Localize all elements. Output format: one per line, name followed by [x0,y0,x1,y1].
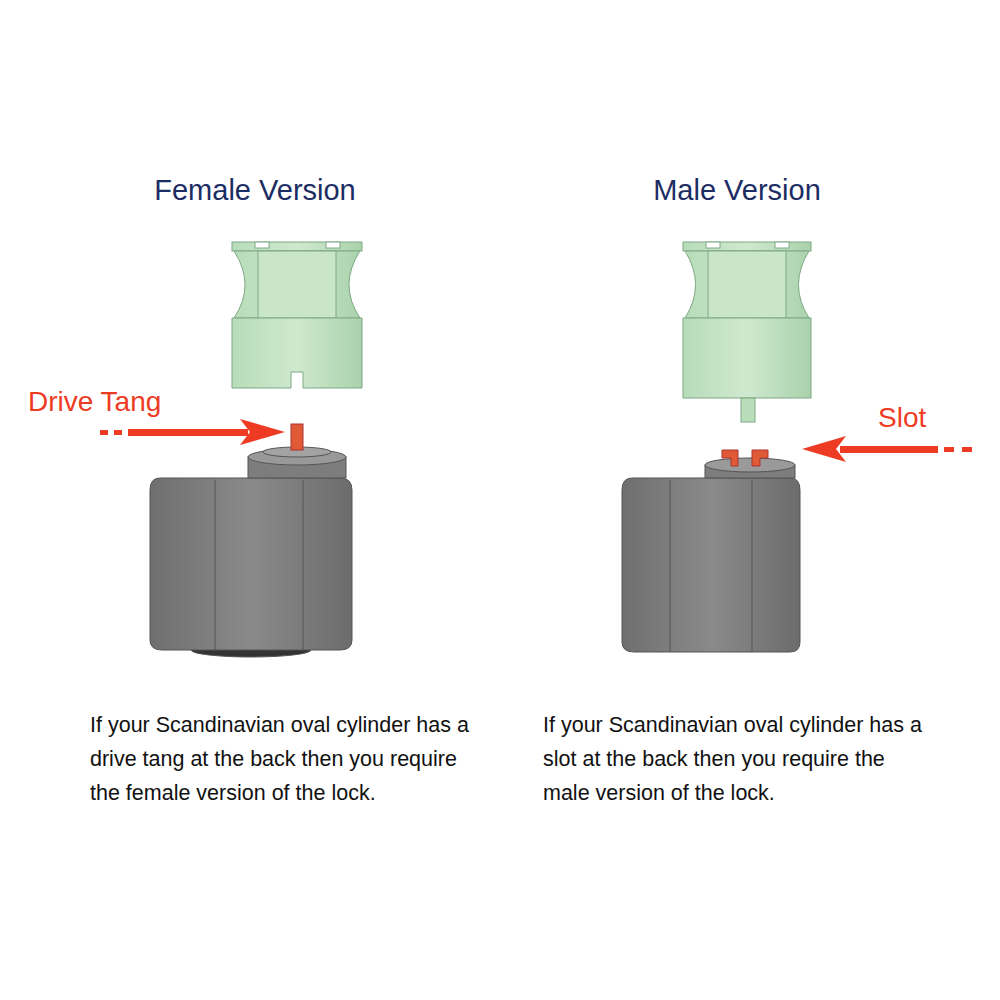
version-heading: Male Version [653,174,821,207]
pointer-arrow [100,419,972,462]
male-cap [683,242,811,422]
instruction-note: If your Scandinavian oval cylinder has a… [90,708,475,810]
instruction-note: If your Scandinavian oval cylinder has a… [543,708,923,810]
female-cylinder [150,424,352,657]
version-heading: Female Version [154,174,356,207]
part-label: Slot [878,402,926,434]
male-cylinder [622,450,800,652]
part-label: Drive Tang [28,386,161,418]
female-cap [232,242,362,388]
